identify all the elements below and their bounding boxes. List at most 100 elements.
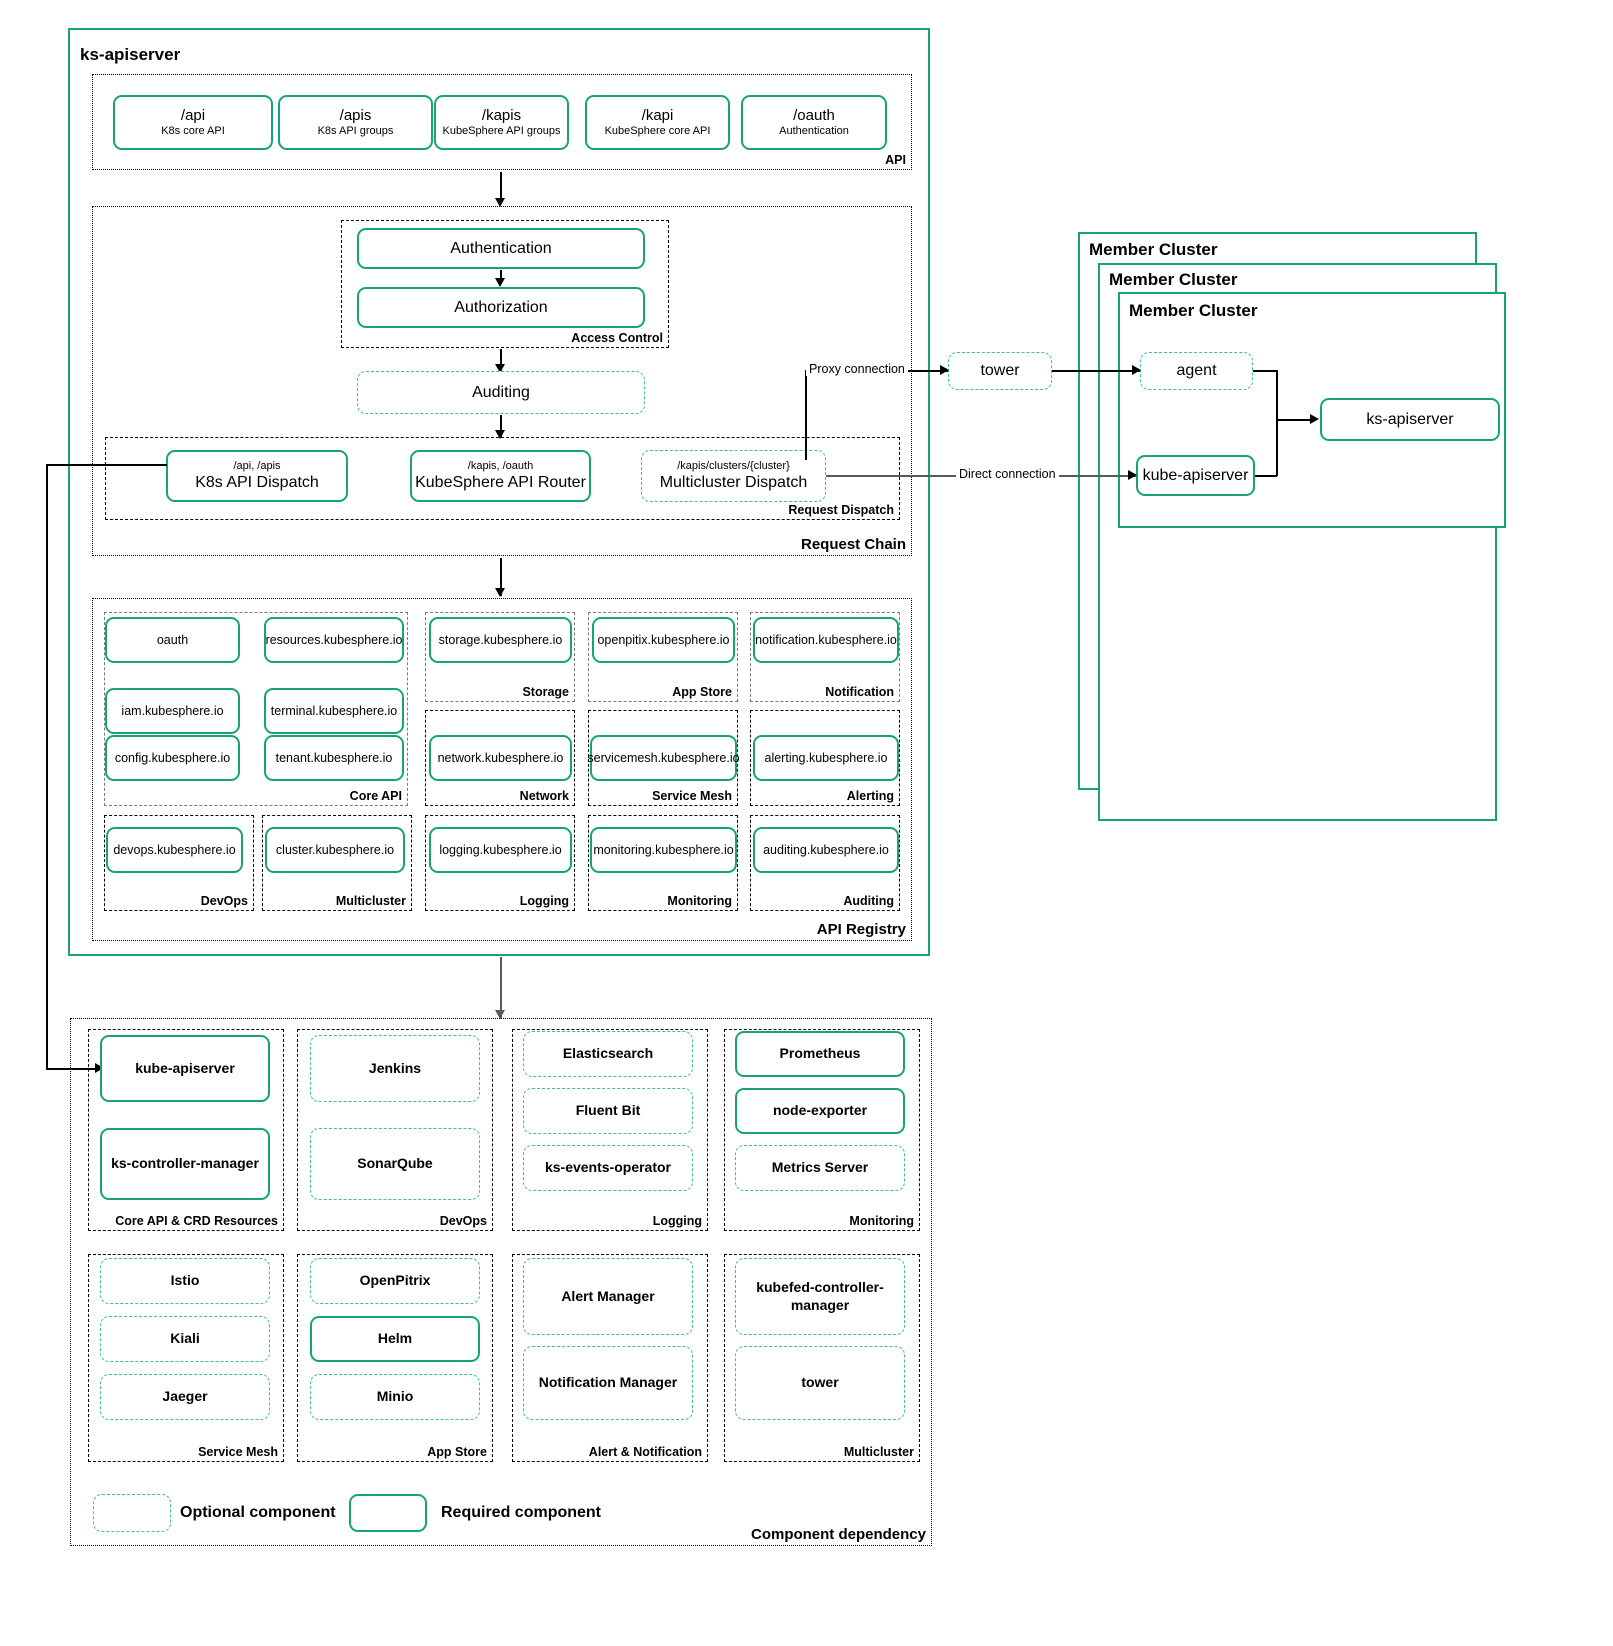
- component-tower[interactable]: tower: [735, 1346, 905, 1420]
- authorization-node[interactable]: Authorization: [357, 287, 645, 328]
- component-alert-manager[interactable]: Alert Manager: [523, 1258, 693, 1335]
- registry-item-config[interactable]: config.kubesphere.io: [105, 735, 240, 781]
- registry-item-monitoring[interactable]: monitoring.kubesphere.io: [590, 827, 737, 873]
- registry-item-devops[interactable]: devops.kubesphere.io: [106, 827, 243, 873]
- component-group-service-mesh: Service Mesh: [88, 1254, 284, 1462]
- registry-item-tenant[interactable]: tenant.kubesphere.io: [264, 735, 404, 781]
- component-jaeger[interactable]: Jaeger: [100, 1374, 270, 1420]
- arrow-accesscontrol-to-auditing-head: [495, 364, 505, 373]
- registry-group-label: Core API: [349, 789, 402, 803]
- component-fluent-bit[interactable]: Fluent Bit: [523, 1088, 693, 1134]
- component-istio[interactable]: Istio: [100, 1258, 270, 1304]
- tower-node[interactable]: tower: [948, 352, 1052, 390]
- registry-item-label: devops.kubesphere.io: [113, 842, 236, 857]
- registry-item-alerting[interactable]: alerting.kubesphere.io: [753, 735, 899, 781]
- component-group-core-api-crd: Core API & CRD Resources: [88, 1029, 284, 1231]
- request-dispatch-label: Request Dispatch: [788, 503, 894, 517]
- registry-item-auditing[interactable]: auditing.kubesphere.io: [753, 827, 899, 873]
- component-kube-apiserver[interactable]: kube-apiserver: [100, 1035, 270, 1102]
- registry-item-label: openpitix.kubesphere.io: [597, 632, 730, 647]
- registry-group-label: Notification: [825, 685, 894, 699]
- registry-item-notification[interactable]: notification.kubesphere.io: [753, 617, 899, 663]
- component-kubefed-controller-manager[interactable]: kubefed-controller-manager: [735, 1258, 905, 1335]
- k8s-api-dispatch-label: K8s API Dispatch: [195, 474, 319, 491]
- registry-item-label: storage.kubesphere.io: [438, 632, 563, 647]
- kubesphere-api-router-node[interactable]: /kapis, /oauth KubeSphere API Router: [410, 450, 591, 502]
- registry-item-oauth[interactable]: oauth: [105, 617, 240, 663]
- registry-item-label: servicemesh.kubesphere.io: [587, 750, 740, 765]
- component-elasticsearch[interactable]: Elasticsearch: [523, 1031, 693, 1077]
- component-label: node-exporter: [772, 1102, 868, 1119]
- component-kiali[interactable]: Kiali: [100, 1316, 270, 1362]
- registry-item-logging[interactable]: logging.kubesphere.io: [429, 827, 572, 873]
- component-jenkins[interactable]: Jenkins: [310, 1035, 480, 1102]
- component-notification-manager[interactable]: Notification Manager: [523, 1346, 693, 1420]
- dispatch-to-kubeapiserver-hline-top: [46, 464, 167, 466]
- component-metrics-server[interactable]: Metrics Server: [735, 1145, 905, 1191]
- api-entry-path: /oauth: [793, 107, 835, 125]
- registry-item-cluster[interactable]: cluster.kubesphere.io: [265, 827, 405, 873]
- registry-item-terminal[interactable]: terminal.kubesphere.io: [264, 688, 404, 734]
- registry-item-iam[interactable]: iam.kubesphere.io: [105, 688, 240, 734]
- agent-label: agent: [1176, 362, 1217, 380]
- api-entry-kapi[interactable]: /kapi KubeSphere core API: [585, 95, 730, 150]
- api-entry-path: /apis: [339, 107, 372, 125]
- registry-item-label: logging.kubesphere.io: [439, 842, 562, 857]
- api-entry-oauth[interactable]: /oauth Authentication: [741, 95, 887, 150]
- kubesphere-api-router-label: KubeSphere API Router: [415, 474, 586, 491]
- request-chain-group: Request Chain: [92, 206, 912, 556]
- component-node-exporter[interactable]: node-exporter: [735, 1088, 905, 1134]
- api-entry-kapis[interactable]: /kapis KubeSphere API groups: [434, 95, 569, 150]
- auditing-label: Auditing: [472, 383, 530, 401]
- member-kube-apiserver-node[interactable]: kube-apiserver: [1136, 455, 1255, 496]
- registry-item-label: auditing.kubesphere.io: [763, 842, 889, 857]
- component-label: Metrics Server: [771, 1159, 869, 1176]
- member-ks-apiserver-node[interactable]: ks-apiserver: [1320, 398, 1500, 441]
- arrow-registry-to-components-head: [495, 1010, 505, 1019]
- registry-item-label: alerting.kubesphere.io: [764, 750, 888, 765]
- registry-group-app-store: App Store: [588, 612, 738, 702]
- member-cluster-title-2: Member Cluster: [1109, 270, 1238, 289]
- component-prometheus[interactable]: Prometheus: [735, 1031, 905, 1077]
- component-label: Prometheus: [779, 1045, 861, 1062]
- ks-apiserver-title: ks-apiserver: [80, 45, 181, 64]
- registry-item-network[interactable]: network.kubesphere.io: [429, 735, 572, 781]
- api-entry-apis[interactable]: /apis K8s API groups: [278, 95, 433, 150]
- registry-item-resources[interactable]: resources.kubesphere.io: [264, 617, 404, 663]
- component-ks-events-operator[interactable]: ks-events-operator: [523, 1145, 693, 1191]
- registry-item-storage[interactable]: storage.kubesphere.io: [429, 617, 572, 663]
- k8s-api-dispatch-node[interactable]: /api, /apis K8s API Dispatch: [166, 450, 348, 502]
- component-minio[interactable]: Minio: [310, 1374, 480, 1420]
- agent-node[interactable]: agent: [1140, 352, 1253, 390]
- registry-group-label: DevOps: [200, 894, 248, 908]
- multicluster-dispatch-node[interactable]: /kapis/clusters/{cluster} Multicluster D…: [641, 450, 826, 502]
- tower-label: tower: [980, 362, 1020, 380]
- legend-required-swatch: [349, 1494, 427, 1532]
- component-openpitrix[interactable]: OpenPitrix: [310, 1258, 480, 1304]
- component-sonarqube[interactable]: SonarQube: [310, 1128, 480, 1200]
- registry-item-label: tenant.kubesphere.io: [275, 750, 393, 765]
- component-helm[interactable]: Helm: [310, 1316, 480, 1362]
- k8s-api-dispatch-path: /api, /apis: [233, 459, 281, 472]
- authentication-node[interactable]: Authentication: [357, 228, 645, 269]
- component-group-label: Monitoring: [849, 1214, 914, 1228]
- registry-item-label: terminal.kubesphere.io: [270, 703, 398, 718]
- component-ks-controller-manager[interactable]: ks-controller-manager: [100, 1128, 270, 1200]
- component-group-label: Service Mesh: [198, 1445, 278, 1459]
- component-label: Jenkins: [368, 1059, 422, 1076]
- api-entry-api[interactable]: /api K8s core API: [113, 95, 273, 150]
- api-entry-desc: KubeSphere API groups: [442, 124, 561, 137]
- proxy-connection-vline: [805, 370, 807, 460]
- direct-connection-label: Direct connection: [956, 467, 1059, 481]
- auditing-node[interactable]: Auditing: [357, 371, 645, 414]
- component-label: kube-apiserver: [135, 1059, 235, 1076]
- component-label: Notification Manager: [538, 1374, 678, 1391]
- registry-item-openpitix[interactable]: openpitix.kubesphere.io: [592, 617, 735, 663]
- arrow-auditing-to-dispatch-line: [500, 415, 502, 437]
- registry-item-servicemesh[interactable]: servicemesh.kubesphere.io: [587, 735, 740, 781]
- registry-item-label: notification.kubesphere.io: [755, 632, 897, 647]
- member-kube-apiserver-label: kube-apiserver: [1142, 466, 1249, 484]
- component-label: Istio: [170, 1272, 200, 1289]
- registry-group-label: Auditing: [843, 894, 894, 908]
